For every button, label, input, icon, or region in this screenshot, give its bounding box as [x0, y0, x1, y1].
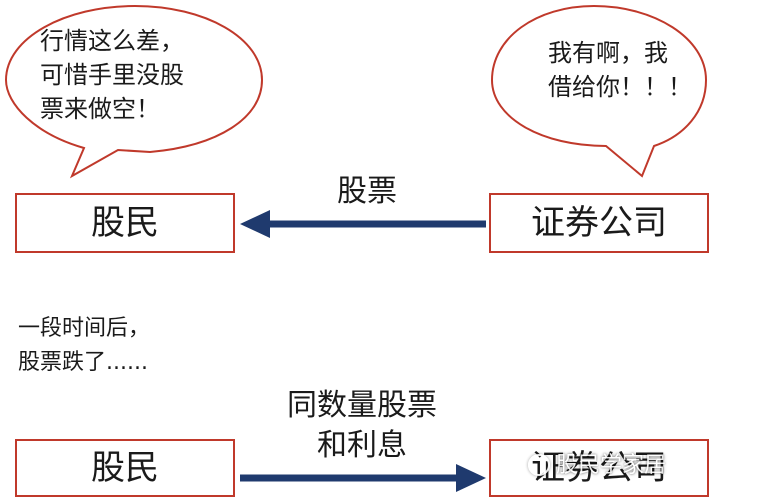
- investor-label-bottom: 股民: [91, 448, 159, 488]
- box-broker-bottom: [489, 439, 709, 497]
- bubble-right-text: 我有啊，我 借给你！！！: [548, 39, 692, 101]
- broker-label-top: 证券公司: [531, 203, 667, 243]
- arrow-top-head: [240, 210, 270, 238]
- arrow-top-label: 股票: [337, 174, 397, 209]
- watermark: 股民学家居: [528, 452, 666, 480]
- box-investor-top: [15, 193, 235, 253]
- investor-label-top: 股民: [91, 203, 159, 243]
- speech-bubble-right: [490, 4, 708, 178]
- watermark-logo-icon: [528, 454, 550, 476]
- broker-label-bottom: 证券公司: [531, 448, 667, 488]
- watermark-text: 股民学家居: [556, 453, 667, 478]
- arrow-bottom-label: 同数量股票 和利息: [287, 388, 437, 463]
- box-broker-top: [489, 193, 709, 253]
- arrow-bottom-head: [456, 464, 486, 492]
- time-note: 一段时间后， 股票跌了......: [18, 316, 151, 375]
- box-investor-bottom: [15, 439, 235, 497]
- bubble-left-text: 行情这么差， 可惜手里没股 票来做空！: [40, 27, 184, 123]
- speech-bubble-left: [4, 4, 264, 179]
